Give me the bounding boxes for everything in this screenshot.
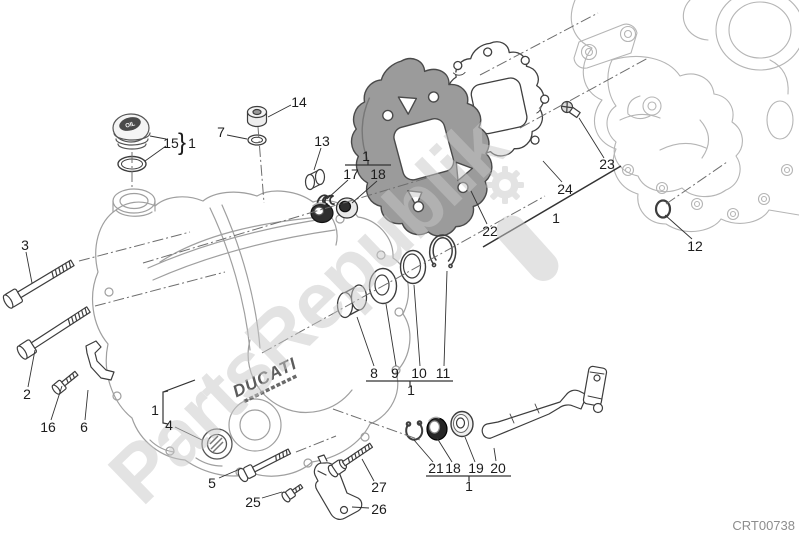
part-number: 10 xyxy=(411,365,427,381)
part-number: 19 xyxy=(468,460,484,476)
oil-cap-label: OIL xyxy=(125,121,137,129)
axis-lines xyxy=(78,12,728,453)
bolt-5 xyxy=(237,448,292,483)
part-number: 21 xyxy=(428,460,444,476)
part-number: 1 xyxy=(151,402,159,418)
part-number: 13 xyxy=(314,133,330,149)
part-number: 18 xyxy=(445,460,461,476)
washer-7 xyxy=(247,134,267,146)
bolt-16 xyxy=(51,370,79,395)
bolt-23 xyxy=(560,100,581,119)
watermark: PartsRepublik xyxy=(92,99,559,520)
part-number: 24 xyxy=(557,181,573,197)
part-number: 8 xyxy=(370,365,378,381)
part-number: 23 xyxy=(599,156,615,172)
bushing-8 xyxy=(336,284,368,319)
group-lines xyxy=(162,161,622,481)
leader-lines xyxy=(25,104,693,509)
callout-brace: } xyxy=(177,129,187,156)
part-number: 22 xyxy=(482,223,498,239)
bushing-13 xyxy=(304,168,326,191)
part-number: 1 xyxy=(362,148,370,164)
part-number: 15 xyxy=(163,135,179,151)
snap-ring-21 xyxy=(405,420,424,441)
part-number: 7 xyxy=(217,124,225,140)
part-number: 27 xyxy=(371,479,387,495)
part-number: 11 xyxy=(435,365,451,381)
part-number: 18 xyxy=(370,166,386,182)
plug-14 xyxy=(246,105,268,128)
gear-icon xyxy=(486,166,524,204)
bolt-3 xyxy=(2,259,75,309)
part-number: 25 xyxy=(245,494,261,510)
oil-filler-cap: OIL xyxy=(112,113,151,150)
oring-12 xyxy=(654,199,672,219)
part-number: 16 xyxy=(40,419,56,435)
pressure-plate-drawing xyxy=(350,57,493,237)
snap-ring-11 xyxy=(428,234,457,269)
washer-10 xyxy=(399,249,427,285)
ducati-sublogo-script xyxy=(243,374,298,404)
part-number: 20 xyxy=(490,460,506,476)
part-number: 4 xyxy=(165,417,173,433)
diagram-code: CRT00738 xyxy=(732,518,795,533)
oil-sight-glass xyxy=(201,428,233,460)
watermark-text: PartsRepublik xyxy=(92,99,524,520)
bolt-2 xyxy=(16,306,91,360)
crankcase-drawing xyxy=(570,0,799,232)
spring-17 xyxy=(310,194,335,224)
part-number: 1 xyxy=(407,382,415,398)
part-number: 2 xyxy=(23,386,31,402)
part-number: 3 xyxy=(21,237,29,253)
part-number: 9 xyxy=(391,365,399,381)
stud-27 xyxy=(327,442,374,478)
gearshift-shaft-20 xyxy=(481,365,608,439)
part-number: 1 xyxy=(188,135,196,151)
bolt-25 xyxy=(281,483,304,503)
bracket-6 xyxy=(85,340,115,381)
part-number: 6 xyxy=(80,419,88,435)
fasteners-and-parts: OIL xyxy=(2,100,672,520)
watermark-logo-pin xyxy=(496,215,559,282)
bushing-18-lower xyxy=(426,416,448,441)
seal-19 xyxy=(450,410,474,438)
part-number: 5 xyxy=(208,475,216,491)
part-number: 26 xyxy=(371,501,387,517)
part-number: 14 xyxy=(291,94,307,110)
part-number: 17 xyxy=(343,166,359,182)
part-number: 1 xyxy=(552,210,560,226)
part-number: 1 xyxy=(465,478,473,494)
part-number: 12 xyxy=(687,238,703,254)
